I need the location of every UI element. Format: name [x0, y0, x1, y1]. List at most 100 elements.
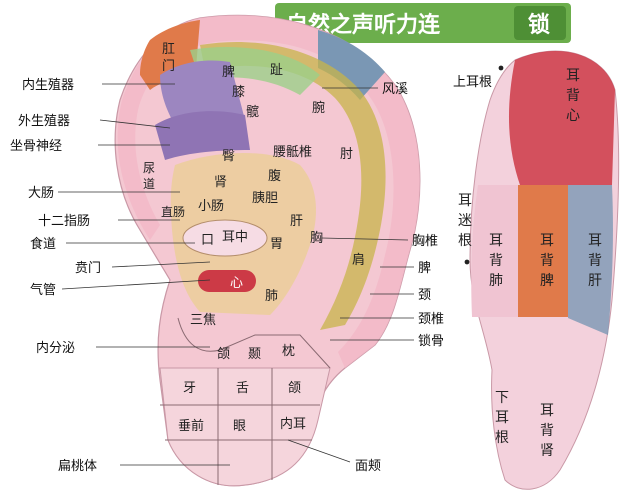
zone-mouth-fill — [182, 219, 268, 257]
label-cardia: 贲门 — [75, 261, 101, 276]
label-back-lung-3: 肺 — [489, 273, 503, 289]
label-large-intestine: 大肠 — [28, 186, 54, 201]
label-back-spleen-3: 脾 — [540, 273, 554, 289]
zone-anterior-lobe: 垂前 — [178, 418, 204, 434]
right-leader-lines — [287, 87, 414, 463]
back-labels: 上耳根 耳 迷 根 耳 背 心 耳 背 肺 耳 背 脾 耳 背 肝 下 耳 根 … — [453, 68, 602, 459]
left-leader-lines — [58, 83, 230, 466]
zone-back-lung-fill — [471, 185, 518, 317]
zone-elbow: 肘 — [340, 147, 353, 162]
zone-ear-middle: 耳中 — [222, 230, 248, 245]
zone-anus-label-1: 肛 — [162, 42, 175, 57]
zone-liver: 肝 — [290, 214, 303, 229]
label-back-lung-2: 背 — [489, 253, 503, 269]
zone-lumbosacral: 腰骶椎 — [273, 145, 312, 160]
label-upper-root: 上耳根 — [453, 75, 492, 90]
label-back-heart-3: 心 — [566, 108, 580, 124]
front-ear — [114, 14, 421, 487]
zone-jaw: 颌 — [288, 381, 301, 396]
label-tonsil: 扁桃体 — [58, 459, 97, 474]
label-lower-root-2: 耳 — [495, 410, 509, 426]
zone-lung: 肺 — [265, 289, 278, 304]
banner-last-char: 锁 — [528, 12, 550, 38]
label-back-heart-2: 背 — [566, 88, 580, 104]
label-back-heart-1: 耳 — [566, 68, 580, 84]
zone-abdomen: 腹 — [268, 168, 281, 184]
zone-buttock: 臀 — [222, 149, 235, 164]
title-banner — [275, 3, 571, 43]
label-esophagus: 食道 — [30, 236, 56, 252]
label-lower-root-1: 下 — [495, 390, 509, 406]
label-back-liver-2: 背 — [588, 253, 602, 269]
zone-small-intestine: 小肠 — [198, 199, 224, 214]
label-vagus-root-2: 迷 — [458, 213, 472, 229]
label-wind-stream: 风溪 — [382, 82, 408, 97]
label-back-kidney-1: 耳 — [540, 403, 554, 419]
zone-tongue: 舌 — [236, 381, 249, 396]
zone-inner-ear: 内耳 — [280, 416, 306, 432]
label-duodenum: 十二指肠 — [38, 214, 90, 229]
zone-spleen-top: 脾 — [222, 65, 235, 80]
zone-shoulder: 肩 — [352, 252, 365, 268]
lobe-fill — [159, 367, 331, 487]
label-endocrine: 内分泌 — [36, 340, 75, 356]
label-external-genitals: 外生殖器 — [18, 113, 70, 129]
zone-urethra-1: 尿 — [143, 161, 155, 175]
zone-pancreas-gall: 胰胆 — [252, 191, 278, 206]
label-back-liver-1: 耳 — [588, 233, 602, 249]
left-labels: 内生殖器 外生殖器 坐骨神经 大肠 十二指肠 食道 贲门 气管 内分泌 扁桃体 — [10, 77, 101, 474]
zone-fossa-fill — [190, 47, 320, 95]
zone-sciatic-fill — [155, 111, 250, 160]
label-lower-root-3: 根 — [495, 430, 509, 446]
zone-urethra-2: 道 — [143, 177, 155, 191]
zone-back-spleen-fill — [518, 185, 568, 317]
zone-kidney: 肾 — [214, 175, 227, 190]
zone-eye: 眼 — [233, 419, 246, 434]
zone-heart: 心 — [230, 276, 243, 291]
label-back-spleen-2: 背 — [540, 253, 554, 269]
zone-knee: 膝 — [232, 85, 245, 100]
zone-hip: 髋 — [246, 104, 259, 120]
label-back-spleen-1: 耳 — [540, 233, 554, 249]
zone-occiput: 枕 — [282, 344, 295, 359]
zone-back-liver-fill — [568, 185, 613, 335]
title-banner-tab — [514, 6, 566, 40]
zone-forehead: 颞 — [248, 347, 261, 362]
label-back-kidney-3: 肾 — [540, 443, 554, 459]
zone-chin: 颌 — [217, 347, 230, 362]
label-sciatic-nerve: 坐骨神经 — [10, 139, 62, 154]
zone-stomach: 胃 — [270, 237, 283, 252]
label-vagus-root-3: 根 — [458, 233, 472, 249]
zone-tooth: 牙 — [183, 381, 196, 396]
vagus-root-dot — [464, 259, 470, 265]
label-internal-genitals: 内生殖器 — [22, 77, 74, 93]
ear-zone-labels: 肛 门 脾 趾 膝 髋 腕 臀 腰骶椎 肘 尿 道 肾 腹 直肠 小肠 胰胆 肝… — [143, 42, 365, 434]
zone-anus-label-2: 门 — [162, 59, 175, 74]
label-clavicle: 锁骨 — [418, 333, 444, 349]
back-ear — [464, 50, 620, 490]
label-neck: 颈 — [418, 288, 431, 303]
intertragic-line — [177, 317, 331, 369]
label-thoracic-vertebrae: 胸椎 — [412, 234, 438, 249]
upper-root-dot — [498, 65, 504, 71]
zone-wrist: 腕 — [312, 100, 325, 116]
label-vagus-root-1: 耳 — [458, 193, 472, 209]
zone-mouth: 口 — [201, 233, 214, 248]
label-back-liver-3: 肝 — [588, 273, 602, 289]
zone-toe: 趾 — [270, 63, 283, 78]
zone-back-heart-fill — [508, 51, 615, 185]
zone-rectum: 直肠 — [161, 205, 185, 219]
zone-chest: 胸 — [310, 231, 323, 246]
zone-san-jiao: 三焦 — [190, 313, 216, 328]
right-labels: 风溪 胸椎 脾 颈 颈椎 锁骨 面颊 — [355, 82, 444, 474]
label-spleen: 脾 — [418, 261, 431, 276]
label-back-lung-1: 耳 — [489, 233, 503, 249]
label-cheek: 面颊 — [355, 459, 381, 474]
zone-heart-fill — [198, 270, 256, 292]
label-cervical-vertebrae: 颈椎 — [418, 312, 444, 327]
zone-wind-fill — [318, 30, 385, 100]
label-back-kidney-2: 背 — [540, 423, 554, 439]
label-trachea: 气管 — [30, 282, 56, 298]
